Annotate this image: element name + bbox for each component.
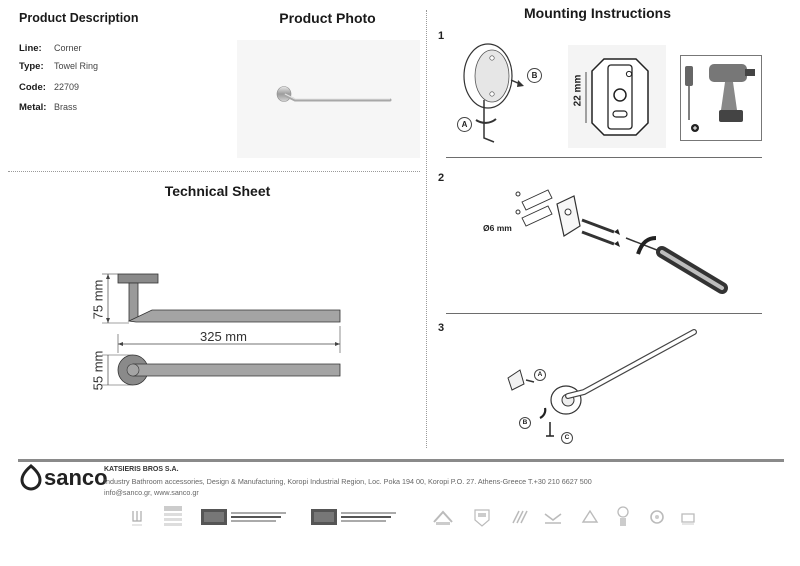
- recycle-icon: [650, 510, 664, 524]
- bracket-dim-label: 22 mm: [572, 74, 584, 107]
- step-divider: [446, 313, 762, 314]
- product-photo-heading: Product Photo: [279, 10, 376, 26]
- quality-guarantee-icon: [164, 506, 182, 526]
- product-photo: [237, 40, 420, 158]
- spec-label: Metal:: [19, 102, 47, 113]
- step3-illustration: [500, 326, 710, 444]
- horizontal-divider: [8, 171, 420, 172]
- spec-value: Brass: [54, 102, 78, 112]
- company-address: Industry Bathroom accessories, Design & …: [104, 477, 592, 486]
- water-saving-icon: [681, 513, 695, 525]
- easy-clean-icon: [512, 510, 528, 524]
- spec-value: Corner: [54, 43, 82, 53]
- tools-panel: [680, 55, 762, 141]
- bracket-dim-wrap: 22 mm: [563, 75, 593, 107]
- dim-label-height: 75 mm: [90, 279, 106, 320]
- company-web[interactable]: info@sanco.gr, www.sanco.gr: [104, 488, 199, 497]
- dim-label-diameter-wrap: 55 mm: [86, 350, 110, 394]
- patented-design-icon: [132, 511, 142, 526]
- bracket-dimension-panel: [568, 45, 666, 148]
- footer-bar: [18, 459, 784, 462]
- product-description-heading: Product Description: [19, 11, 139, 25]
- spec-row-type: Type: Towel Ring: [19, 61, 98, 72]
- spec-value: 22709: [54, 82, 80, 92]
- spec-row-line: Line: Corner: [19, 43, 82, 54]
- spec-value: Towel Ring: [54, 61, 99, 71]
- step3-label-a: A: [534, 369, 546, 381]
- technical-drawing: [88, 258, 348, 398]
- vertical-divider: [426, 10, 427, 448]
- step3-label-c: C: [561, 432, 573, 444]
- iso9001-text-icon: [231, 512, 286, 522]
- mounting-instructions-heading: Mounting Instructions: [524, 5, 671, 21]
- spec-label: Type:: [19, 61, 44, 72]
- technical-sheet-heading: Technical Sheet: [164, 183, 271, 199]
- corrosion-resistant-icon: [544, 513, 562, 524]
- iso9001-certification-icon: [201, 509, 227, 525]
- step-number: 1: [438, 30, 445, 42]
- towel-ring-photo-image: [276, 86, 392, 102]
- sanco-logo-mark-icon: [20, 464, 42, 491]
- step2-illustration: [502, 180, 742, 305]
- step1-illustration: [450, 36, 558, 146]
- iso14001-text-icon: [341, 512, 396, 522]
- spec-label: Code:: [19, 82, 46, 93]
- spec-label: Line:: [19, 43, 42, 54]
- step-number: 3: [438, 322, 445, 334]
- dim-label-diameter: 55 mm: [90, 350, 106, 391]
- iso14001-certification-icon: [311, 509, 337, 525]
- eco-friendly-icon: [581, 509, 599, 523]
- step1-label-b: B: [527, 68, 542, 83]
- brass-badge-icon: [433, 510, 453, 525]
- drill-size-label: Ø6 mm: [483, 223, 512, 233]
- step-divider: [446, 157, 762, 158]
- dim-label-height-wrap: 75 mm: [86, 279, 110, 323]
- sanco-logo-text: sanco: [44, 465, 108, 490]
- step3-label-b: B: [519, 417, 531, 429]
- dim-label-length: 325 mm: [200, 329, 247, 344]
- light-weight-icon: [617, 506, 629, 526]
- warranty-12-years-icon: [474, 509, 490, 527]
- step1-label-a: A: [457, 117, 472, 132]
- spec-row-code: Code: 22709: [19, 82, 79, 93]
- spec-row-metal: Metal: Brass: [19, 102, 77, 113]
- company-name: KATSIERIS BROS S.A.: [104, 466, 179, 473]
- step-number: 2: [438, 172, 445, 184]
